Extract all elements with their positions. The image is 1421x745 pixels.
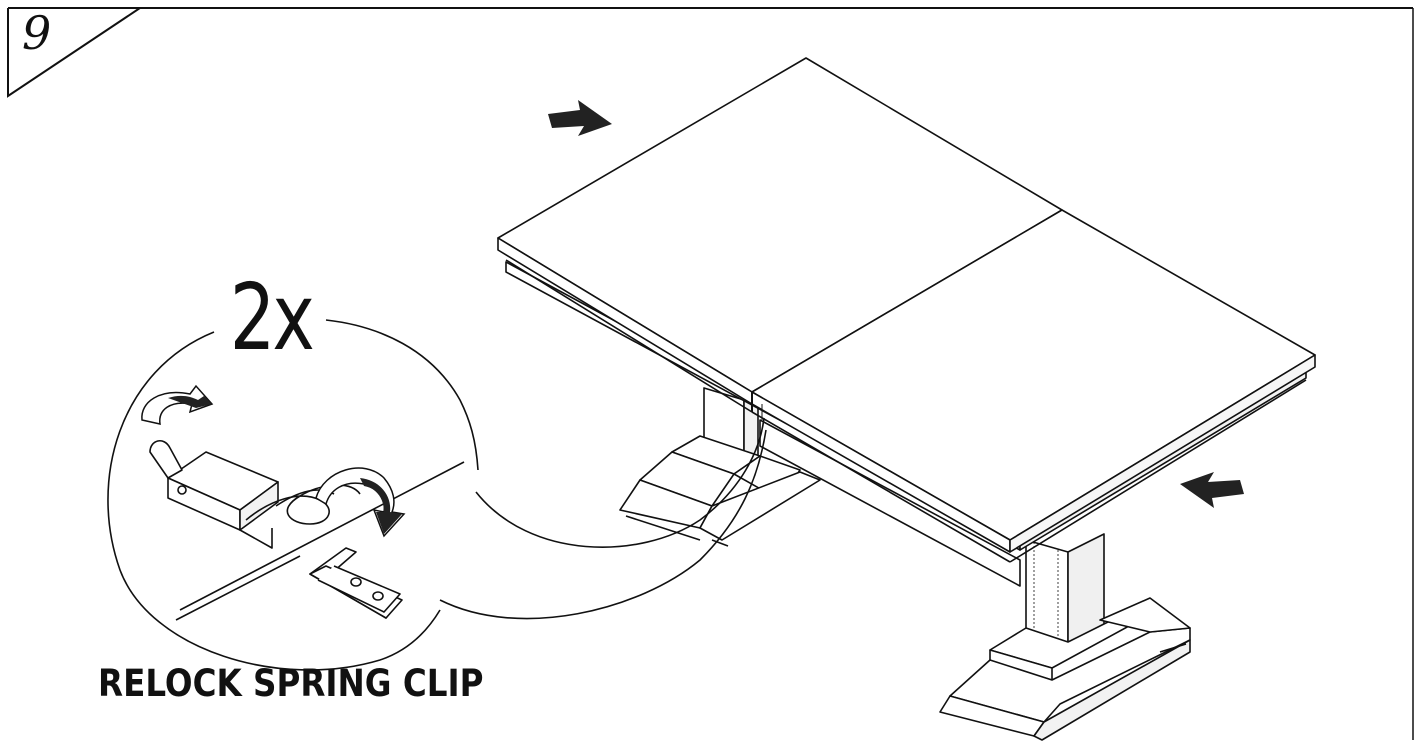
front-pedestal: [939, 533, 1191, 741]
extension-table: [497, 57, 1316, 741]
push-arrow-right-icon: [1180, 472, 1244, 508]
push-arrow-left-icon: [548, 100, 612, 136]
table-top: [497, 57, 1316, 563]
instruction-caption: RELOCK SPRING CLIP: [98, 662, 484, 705]
step-number: 9: [22, 6, 52, 60]
quantity-label: 2x: [222, 268, 320, 368]
rotate-arrow-up-icon: [141, 384, 214, 425]
detail-callout: [107, 319, 767, 671]
rotate-arrow-down-icon: [315, 467, 406, 538]
rear-pedestal: [619, 387, 821, 547]
catch-plate: [309, 547, 403, 619]
spring-clip: [149, 440, 361, 549]
step-frame: [7, 7, 1414, 740]
